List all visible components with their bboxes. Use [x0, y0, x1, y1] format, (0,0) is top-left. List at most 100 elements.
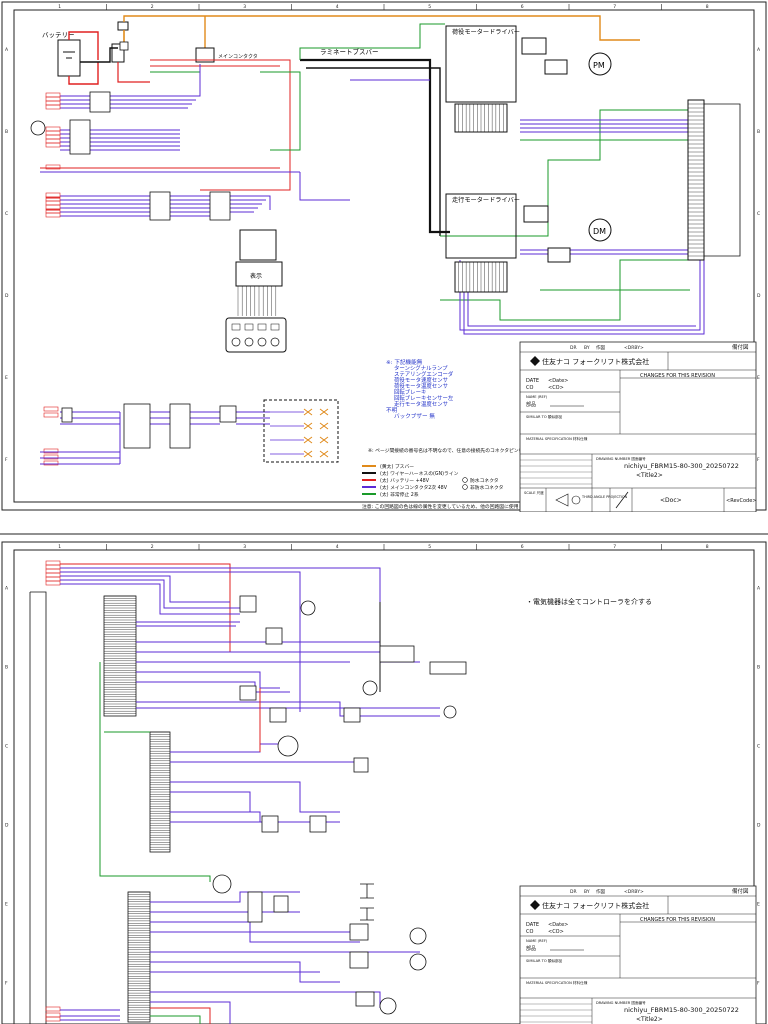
lift-driver-label: 荷役モータードライバー [452, 28, 520, 36]
grid-row-letter: F [757, 457, 760, 463]
notes-item: 回転ブレーキ [394, 388, 426, 396]
tb-revcode: <RevCode> [726, 498, 756, 504]
grid-row-letter: F [757, 981, 760, 987]
grid-row-letter: E [757, 375, 760, 381]
grid-column-number: 4 [336, 544, 339, 550]
grid-column-number: 2 [151, 544, 154, 550]
tb-dr: DR [570, 345, 577, 351]
grid-column-number: 3 [243, 4, 246, 10]
notes-extra-title: 不明 [386, 407, 398, 414]
tb-sheet-label: 備付図 [732, 343, 749, 351]
grid-column-number: 6 [521, 4, 524, 10]
grid-row-letter: C [757, 211, 760, 217]
tb-company: 住友ナコ フォークリフト株式会社 [542, 901, 649, 910]
grid-row-letter: C [757, 744, 760, 750]
grid-column-number: 1 [58, 4, 61, 10]
notes-item: ステアリングエンコーダ [394, 370, 454, 378]
grid-row-letter: D [5, 823, 9, 829]
grid-row-letter: B [757, 129, 760, 135]
grid-row-letter: E [757, 902, 760, 908]
battery-label: バッテリー [42, 31, 75, 39]
tb-co-label: CO [526, 929, 533, 935]
dm-motor-label: DM [593, 227, 606, 236]
display-label: 表示 [250, 272, 262, 280]
travel-driver-label: 走行モータードライバー [452, 196, 520, 204]
grid-row-letter: B [757, 665, 760, 671]
grid-column-number: 1 [58, 544, 61, 550]
grid-column-number: 5 [428, 544, 431, 550]
legend-mark: 非防水コネクタ [470, 484, 504, 491]
grid-row-letter: E [5, 375, 8, 381]
grid-row-letter: A [5, 586, 9, 592]
legend-item: (黄太) ブスバー [380, 463, 414, 470]
notes-extra-item: バックブザー 無 [394, 412, 435, 420]
notes-item: ターンシグナルランプ [394, 364, 448, 372]
tb-similar: SIMILAR TO 類似部品 [526, 958, 563, 963]
legend-item: (太) メインコンタクタ2次 48V [380, 484, 448, 491]
tb-drawing-number: nichiyu_FBRM15-80-300_20250722 [624, 462, 739, 470]
tb-title2: <Title2> [636, 472, 663, 479]
bus-bar-label: ラミネートブスバー [320, 47, 379, 56]
grid-column-number: 6 [521, 544, 524, 550]
grid-row-letter: D [5, 293, 9, 299]
tb-sakusei: 作図 [596, 344, 605, 351]
tb-changes: CHANGES FOR THIS REVISION [640, 373, 715, 379]
grid-column-number: 5 [428, 4, 431, 10]
tb-third-angle: THIRD ANGLE PROJECTION [581, 495, 628, 499]
notes-item: 走行モータ温度センサ [394, 400, 448, 408]
pm-motor-label: PM [593, 61, 605, 70]
grid-column-number: 7 [613, 544, 616, 550]
tb-sheet-label: 備付図 [732, 887, 749, 895]
grid-row-letter: D [757, 293, 761, 299]
tb-date: <Date> [548, 378, 568, 384]
tb-title2: <Title2> [636, 1016, 663, 1023]
tb-material: MATERIAL SPECIFICATION 材料仕様 [526, 436, 588, 441]
tb-drawing-label: DRAWING NUMBER 図面番号 [596, 456, 646, 461]
tb-name-label: NAME (REF) [526, 939, 548, 943]
connector-note: ※: ページ間接続の番号名は不明なので、任意の接続先のコネクタピン番号とする [368, 447, 543, 454]
tb-sakusei: 作図 [596, 888, 605, 895]
grid-column-number: 8 [706, 4, 709, 10]
tb-by: BY [584, 889, 590, 895]
tb-date: <Date> [548, 922, 568, 928]
notes-item: 荷役モータ温度センサ [394, 382, 448, 390]
grid-row-letter: B [5, 129, 8, 135]
grid-row-letter: E [5, 902, 8, 908]
tb-name: 部品 [526, 945, 536, 952]
tb-drawing-label: DRAWING NUMBER 図面番号 [596, 1000, 646, 1005]
tb-date-label: DATE [526, 922, 539, 928]
grid-column-number: 4 [336, 4, 339, 10]
tb-drawing-number: nichiyu_FBRM15-80-300_20250722 [624, 1006, 739, 1014]
grid-row-letter: B [5, 665, 8, 671]
legend-item: (太) 非常停止 2系 [380, 491, 419, 498]
tb-name-label: NAME (REF) [526, 395, 548, 399]
grid-row-letter: C [5, 211, 8, 217]
tb-material: MATERIAL SPECIFICATION 材料仕様 [526, 980, 588, 985]
grid-column-number: 7 [613, 4, 616, 10]
grid-column-number: 3 [243, 544, 246, 550]
sheet2-note: ・電気機器は全てコントローラを介する [526, 597, 652, 606]
colour-note: 注意: この回路図の色は線の属性を変更しているため、他の回路図に使用しないこと。 [362, 503, 547, 510]
tb-drby: <DRBY> [624, 345, 644, 351]
tb-company: 住友ナコ フォークリフト株式会社 [542, 357, 649, 366]
grid-column-number: 8 [706, 544, 709, 550]
tb-doc: <Doc> [660, 497, 682, 504]
notes-title: ※: 下記機能無 [386, 358, 423, 366]
tb-changes: CHANGES FOR THIS REVISION [640, 917, 715, 923]
tb-date-label: DATE [526, 378, 539, 384]
notes-item: 荷役モータ速度センサ [394, 376, 448, 384]
tb-name: 部品 [526, 401, 536, 408]
grid-row-letter: F [5, 981, 8, 987]
legend-mark: 防水コネクタ [470, 477, 499, 484]
tb-scale: SCALE 尺度 [524, 490, 544, 495]
grid-row-letter: A [5, 47, 9, 53]
legend-item: (太) バッテリー +48V [380, 477, 430, 484]
grid-row-letter: D [757, 823, 761, 829]
tb-co-label: CO [526, 385, 533, 391]
